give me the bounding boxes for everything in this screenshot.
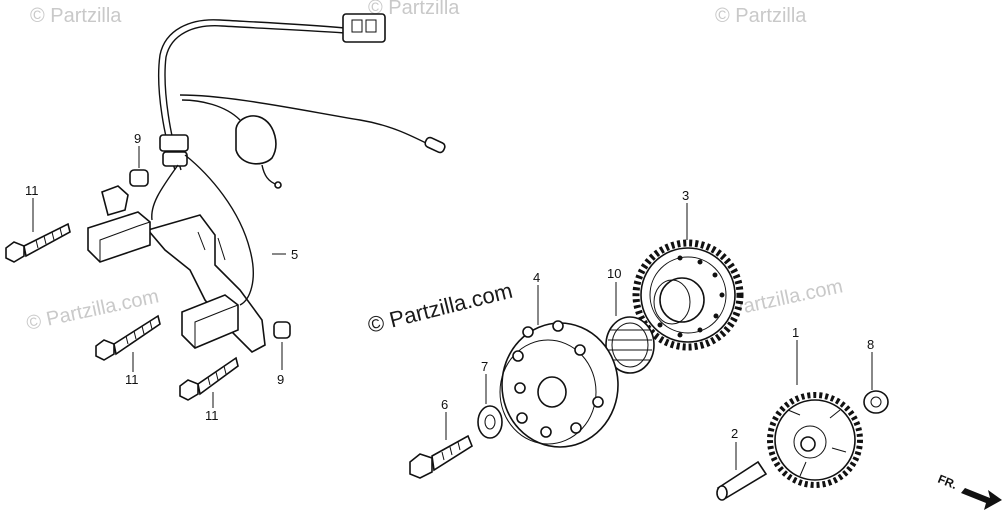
reduction-gear: [767, 392, 863, 488]
callout-2: 2: [731, 426, 738, 441]
watermark-top-mid: © Partzilla: [368, 0, 460, 19]
callout-11-mid: 11: [125, 372, 139, 387]
bolt-left-low: [179, 356, 239, 401]
callout-11-left: 11: [25, 183, 39, 198]
callout-1: 1: [792, 325, 799, 340]
watermark-top-left: © Partzilla: [30, 5, 122, 27]
callouts: 1 2 3 4 5 6 7 8 9 9 10 11 11 11: [25, 131, 874, 470]
callout-9-lower: 9: [277, 372, 284, 387]
watermark-center: © Partzilla.com: [365, 278, 515, 338]
callout-6: 6: [441, 397, 448, 412]
starter-driven-gear: [632, 239, 744, 351]
starter-one-way-clutch: [499, 320, 619, 448]
washer: [477, 405, 503, 439]
callout-3: 3: [682, 188, 689, 203]
gear-shaft: [716, 460, 768, 501]
callout-5: 5: [291, 247, 298, 262]
callout-11-low: 11: [205, 408, 219, 423]
flange-bolt: [409, 434, 473, 479]
grommet-lower: [273, 321, 291, 339]
grommet-upper: [129, 169, 149, 187]
callout-4: 4: [533, 270, 540, 285]
shim-washer: [863, 390, 889, 414]
bolt-left-mid: [95, 314, 161, 361]
callout-7: 7: [481, 359, 488, 374]
pulse-generator-assembly: [87, 13, 446, 353]
front-label: FR.: [936, 472, 959, 492]
bolt-left-top: [5, 222, 71, 263]
watermark-top-right: © Partzilla: [715, 5, 807, 27]
front-direction-indicator: FR.: [936, 472, 1002, 510]
callout-9-upper: 9: [134, 131, 141, 146]
needle-bearing: [605, 316, 655, 374]
callout-10: 10: [607, 266, 621, 281]
callout-8: 8: [867, 337, 874, 352]
